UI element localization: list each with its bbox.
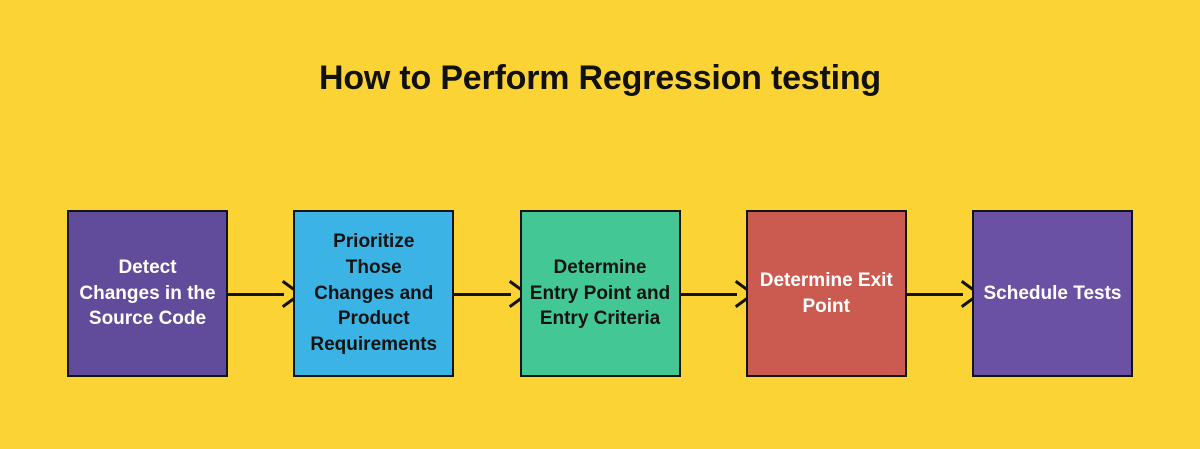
flow-step-label: Detect Changes in the Source Code	[79, 257, 216, 330]
arrow-head-icon	[507, 286, 520, 302]
flow-step-label: Prioritize Those Changes and Product Req…	[310, 231, 438, 355]
arrow-head-icon	[280, 286, 293, 302]
arrow-step2-to-step3	[454, 210, 519, 377]
flow-step-detect-changes[interactable]: Detect Changes in the Source Code	[67, 210, 228, 377]
diagram-title: How to Perform Regression testing	[318, 59, 882, 97]
flow-step-prioritize-changes[interactable]: Prioritize Those Changes and Product Req…	[293, 210, 455, 377]
flow-step-schedule-tests[interactable]: Schedule Tests	[972, 210, 1133, 377]
flow-step-label: Schedule Tests	[983, 282, 1122, 304]
flow-step-label: Determine Exit Point	[759, 269, 893, 317]
flow-step-determine-entry-point[interactable]: Determine Entry Point and Entry Criteria	[519, 210, 681, 377]
arrow-line	[228, 292, 285, 296]
arrow-line	[680, 292, 737, 296]
arrow-step1-to-step2	[228, 210, 293, 377]
flow-sequence: Detect Changes in the Source Code Priori…	[67, 210, 1133, 377]
arrow-step4-to-step5	[906, 210, 972, 377]
flow-step-label: Determine Entry Point and Entry Criteria	[529, 257, 671, 330]
arrow-head-icon	[959, 286, 972, 302]
arrow-line	[454, 292, 511, 296]
flow-step-determine-exit-point[interactable]: Determine Exit Point	[745, 210, 907, 377]
arrow-step3-to-step4	[680, 210, 746, 377]
arrow-head-icon	[733, 286, 746, 302]
arrow-line	[906, 292, 963, 296]
